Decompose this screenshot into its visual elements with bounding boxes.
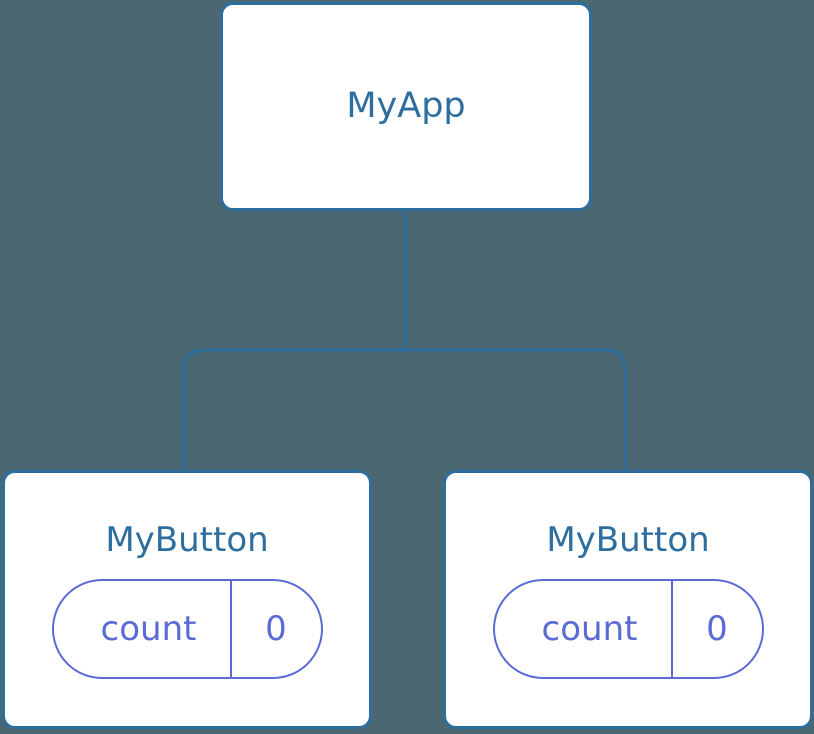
node-mybutton-right[interactable]: MyButton count 0 — [443, 470, 813, 729]
state-pill-right-value: 0 — [670, 581, 762, 677]
state-pill-right[interactable]: count 0 — [492, 579, 764, 679]
edge-to-right-child — [405, 348, 627, 472]
state-pill-left-key: count — [100, 609, 197, 649]
edge-to-left-child — [182, 348, 405, 472]
state-pill-left[interactable]: count 0 — [51, 579, 323, 679]
state-pill-right-key: count — [541, 609, 638, 649]
node-myapp-label: MyApp — [346, 86, 466, 126]
node-myapp[interactable]: MyApp — [220, 2, 592, 211]
node-mybutton-left[interactable]: MyButton count 0 — [2, 470, 372, 729]
node-mybutton-right-label: MyButton — [546, 520, 710, 560]
state-pill-left-value: 0 — [229, 581, 321, 677]
node-mybutton-left-label: MyButton — [105, 520, 269, 560]
